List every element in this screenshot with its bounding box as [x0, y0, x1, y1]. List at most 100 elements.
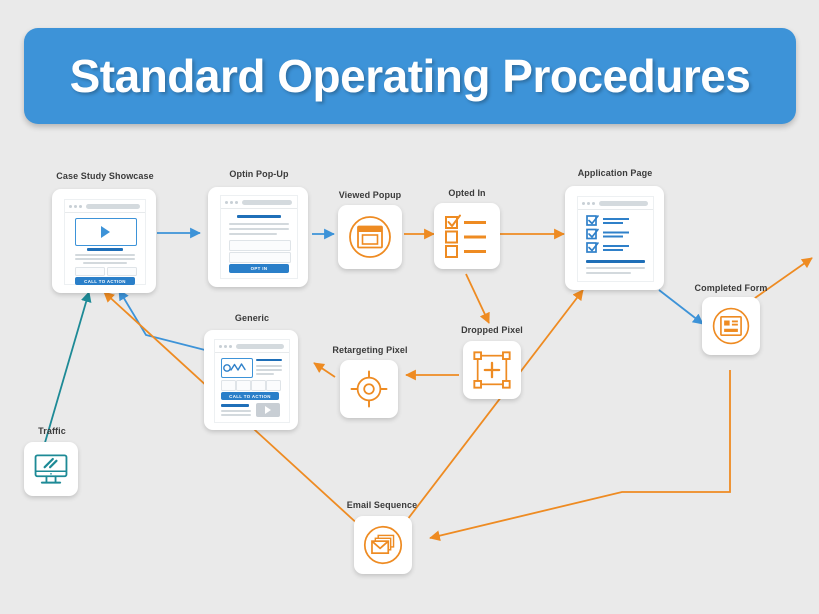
checklist-page-icon: [586, 215, 629, 253]
viewed-popup-tile[interactable]: [338, 205, 402, 269]
page-title: Standard Operating Procedures: [69, 50, 751, 102]
edge-completed-form-to-offpage: [744, 257, 813, 306]
envelopes-circle-icon: [363, 525, 403, 565]
node-label-case-study: Case Study Showcase: [56, 171, 154, 181]
form-input-field[interactable]: [229, 240, 291, 251]
desktop-monitor-icon: [34, 454, 68, 484]
headline-line: [256, 359, 282, 362]
headline-line: [87, 248, 123, 251]
retargeting-pixel-tile[interactable]: [340, 360, 398, 418]
browser-mockup: CALL TO ACTION: [64, 199, 146, 285]
popup-window-icon: [349, 216, 391, 258]
window-dot-icon: [79, 204, 82, 208]
node-viewed-popup[interactable]: Viewed Popup: [334, 190, 406, 280]
browser-titlebar: [65, 200, 145, 213]
node-optin-popup[interactable]: Optin Pop-Up OPT IN: [204, 169, 314, 294]
node-retargeting-pixel[interactable]: Retargeting Pixel: [332, 345, 408, 430]
chart-thumbnail: [221, 358, 253, 378]
node-label-viewed-popup: Viewed Popup: [338, 190, 402, 200]
text-line: [75, 258, 135, 260]
edge-generic-to-case-study: [118, 289, 206, 351]
node-label-optin-popup: Optin Pop-Up: [229, 169, 289, 179]
edge-application-to-completed-form: [658, 289, 704, 325]
window-dot-icon: [225, 200, 228, 204]
window-dot-icon: [74, 204, 77, 208]
browser-urlbar: [242, 199, 292, 205]
text-line: [221, 414, 251, 416]
case-study-card[interactable]: CALL TO ACTION: [52, 189, 156, 293]
feature-box: [236, 380, 251, 391]
node-email-sequence[interactable]: Email Sequence: [346, 500, 418, 585]
cta-button[interactable]: CALL TO ACTION: [221, 392, 279, 400]
window-dot-icon: [219, 344, 222, 348]
node-label-opted-in: Opted In: [448, 188, 486, 198]
generic-card[interactable]: CALL TO ACTION: [204, 330, 298, 430]
node-application-page[interactable]: Application Page: [560, 168, 670, 293]
browser-urlbar: [599, 200, 648, 206]
completed-form-tile[interactable]: [702, 297, 760, 355]
video-player[interactable]: [75, 218, 137, 246]
node-label-email-sequence: Email Sequence: [346, 500, 418, 510]
browser-mockup: CALL TO ACTION: [214, 339, 290, 423]
browser-titlebar: [215, 340, 289, 353]
window-dot-icon: [582, 201, 585, 205]
edge-completed-form-to-email: [429, 370, 731, 541]
text-line: [256, 369, 282, 371]
window-dot-icon: [69, 204, 72, 208]
node-label-generic: Generic: [234, 313, 270, 323]
form-input-field[interactable]: [229, 252, 291, 263]
browser-titlebar: [221, 196, 297, 209]
node-dropped-pixel[interactable]: Dropped Pixel: [459, 325, 525, 410]
optin-popup-card[interactable]: OPT IN: [208, 187, 308, 287]
text-line: [221, 410, 251, 412]
node-label-retargeting-pixel: Retargeting Pixel: [332, 345, 408, 355]
edge-opted-in-to-dropped-pixel: [465, 273, 490, 324]
node-label-dropped-pixel: Dropped Pixel: [461, 325, 523, 335]
form-input-field[interactable]: [107, 267, 137, 276]
window-dot-icon: [592, 201, 595, 205]
node-generic[interactable]: Generic: [204, 313, 300, 433]
dropped-pixel-tile[interactable]: [463, 341, 521, 399]
node-completed-form[interactable]: Completed Form: [695, 283, 767, 373]
node-opted-in[interactable]: Opted In: [434, 188, 500, 278]
browser-mockup: OPT IN: [220, 195, 298, 279]
email-sequence-tile[interactable]: [354, 516, 412, 574]
text-line: [229, 233, 277, 235]
edge-traffic-to-case-study: [43, 291, 92, 447]
edge-email-to-application: [403, 289, 584, 525]
text-line: [229, 228, 289, 230]
browser-urlbar: [86, 203, 140, 209]
window-dot-icon: [224, 344, 227, 348]
headline-line: [237, 215, 281, 218]
edge-retargeting-to-generic: [313, 362, 336, 378]
form-circle-icon: [712, 307, 750, 345]
window-dot-icon: [235, 200, 238, 204]
traffic-tile[interactable]: [24, 442, 78, 496]
text-line: [256, 373, 274, 375]
window-dot-icon: [587, 201, 590, 205]
divider-line: [586, 260, 645, 263]
optin-button[interactable]: OPT IN: [229, 264, 289, 273]
form-input-field[interactable]: [75, 267, 105, 276]
feature-box: [221, 380, 236, 391]
application-page-card[interactable]: [565, 186, 664, 290]
play-button-icon[interactable]: [265, 406, 271, 414]
node-traffic[interactable]: Traffic: [20, 426, 84, 506]
play-button-icon[interactable]: [101, 226, 110, 238]
headline-line: [221, 404, 249, 407]
node-case-study-showcase[interactable]: Case Study Showcase CALL TO ACTION: [50, 171, 160, 296]
page-title-banner: Standard Operating Procedures: [24, 28, 796, 124]
text-line: [586, 272, 631, 274]
checklist-icon: [445, 214, 486, 258]
window-dot-icon: [230, 200, 233, 204]
target-crosshair-icon: [350, 370, 388, 408]
browser-urlbar: [236, 343, 284, 349]
browser-titlebar: [578, 197, 653, 210]
opted-in-tile[interactable]: [434, 203, 500, 269]
video-thumbnail[interactable]: [256, 403, 280, 417]
text-line: [586, 267, 645, 269]
browser-mockup: [577, 196, 654, 282]
node-label-traffic: Traffic: [38, 426, 66, 436]
cta-button[interactable]: CALL TO ACTION: [75, 277, 135, 285]
